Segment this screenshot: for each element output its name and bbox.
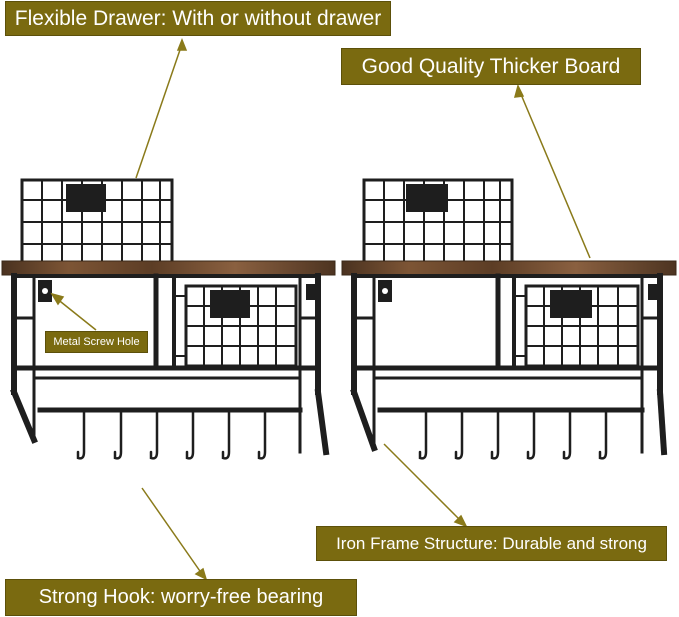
- right-top-basket: [362, 178, 514, 264]
- left-wood-board: [1, 260, 336, 276]
- left-drawer-basket: [176, 284, 298, 368]
- right-hooks: [418, 408, 608, 460]
- left-screw-hole: [38, 280, 316, 302]
- left-hooks: [76, 408, 267, 460]
- annotation-arrows: [50, 37, 591, 581]
- right-drawer-basket: [516, 284, 640, 368]
- left-shelf: [1, 178, 336, 460]
- right-screw-hole: [378, 280, 658, 302]
- right-shelf: [341, 178, 677, 460]
- thicker-board-label: Good Quality Thicker Board: [341, 48, 641, 85]
- iron-frame-label: Iron Frame Structure: Durable and strong: [316, 526, 667, 561]
- strong-hook-label: Strong Hook: worry-free bearing: [5, 579, 357, 616]
- screw-hole-label: Metal Screw Hole: [45, 331, 148, 353]
- left-iron-frame: [10, 273, 330, 456]
- right-iron-frame: [350, 273, 668, 456]
- right-wood-board: [341, 260, 677, 276]
- flexible-drawer-label: Flexible Drawer: With or without drawer: [5, 1, 391, 36]
- left-top-basket: [20, 178, 174, 264]
